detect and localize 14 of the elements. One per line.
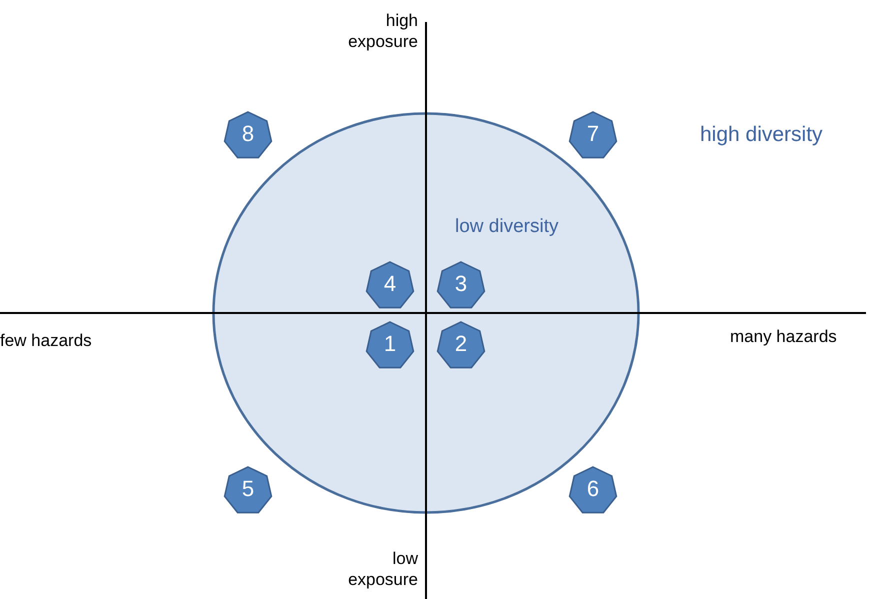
number-badge: 3: [435, 259, 487, 311]
number-badge: 8: [222, 109, 274, 161]
number-badge: 6: [567, 464, 619, 516]
region-label: high diversity: [700, 124, 824, 145]
number-badge: 2: [435, 319, 487, 371]
number-badge: 4: [364, 259, 416, 311]
axis-label: many hazards: [730, 326, 838, 347]
region-label: low diversity: [455, 216, 558, 238]
axis-label: low exposure: [347, 548, 418, 590]
axis-label: few hazards: [0, 330, 93, 351]
axis-label: high exposure: [347, 10, 418, 52]
number-badge: 1: [364, 319, 416, 371]
number-badge: 5: [222, 464, 274, 516]
number-badge: 7: [567, 109, 619, 161]
